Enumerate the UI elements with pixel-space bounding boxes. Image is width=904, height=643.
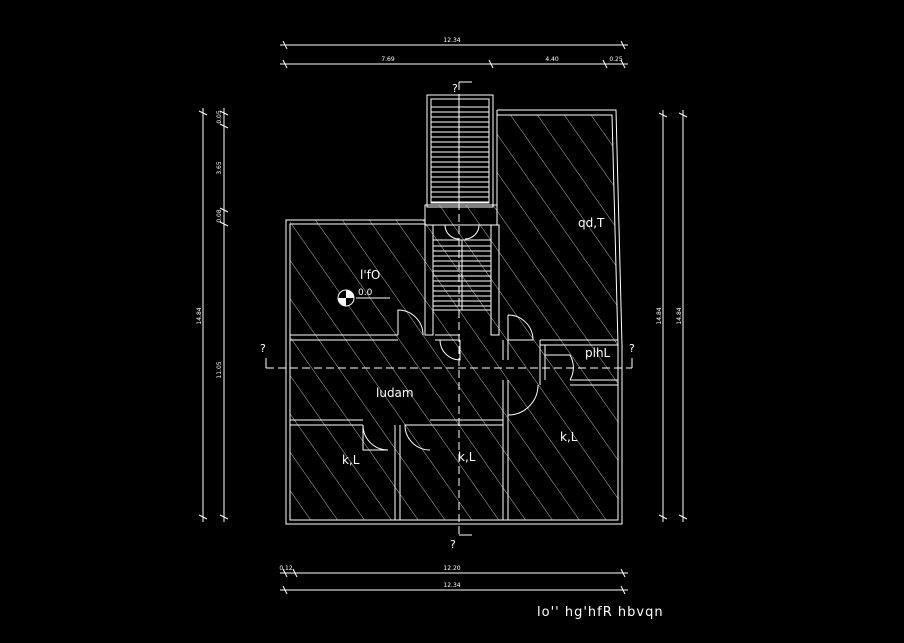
dim-bottom-total: 12.34 [443,582,460,589]
dim-right-a: 14.84 [656,307,663,324]
room-label-small-right: plhL [585,346,611,360]
room-label-stairs-room: l'fO [360,268,380,282]
level-value: 0.0 [358,288,373,298]
room-label-living: ludam [376,386,414,400]
interior-walls [290,334,618,520]
floor-hatch [290,115,618,520]
room-label-bed-mid: k,L [458,450,476,464]
section-lines [265,81,633,536]
dim-left-c: 0.08 [216,209,223,223]
section-mark-right: ? [629,342,635,355]
dim-right-b: 14.84 [676,307,683,324]
external-stair [426,94,494,208]
inner-stair-core [424,204,500,336]
dim-top-mid: 4.40 [545,56,559,63]
dim-top-total: 12.34 [443,37,460,44]
top-dimension-lines [280,40,628,69]
bottom-dimension-lines [280,568,628,595]
dim-left-a: 0.05 [216,110,223,124]
door-swings [362,309,574,451]
dim-left-total: 14.84 [196,307,203,324]
room-label-top-right: qd,T [578,216,605,230]
dim-left-b: 3.65 [216,161,223,175]
section-mark-bottom: ? [450,538,456,551]
dim-left-d: 11.05 [216,361,223,378]
right-dimension-lines [658,110,688,522]
section-mark-left: ? [260,342,266,355]
section-mark-top: ? [452,82,458,95]
level-marker-icon [337,289,390,307]
room-label-bed-left: k,L [342,453,360,467]
dim-bottom-small: 0.12 [279,565,293,572]
dim-top-right: 0.25 [609,56,623,63]
drawing-title: lo'' hg'hfR hbvqn [537,605,664,620]
room-label-bed-right: k,L [560,430,578,444]
dim-bottom-mid: 12.20 [443,565,460,572]
left-dimension-lines [198,108,229,522]
dim-top-left: 7.69 [381,56,395,63]
